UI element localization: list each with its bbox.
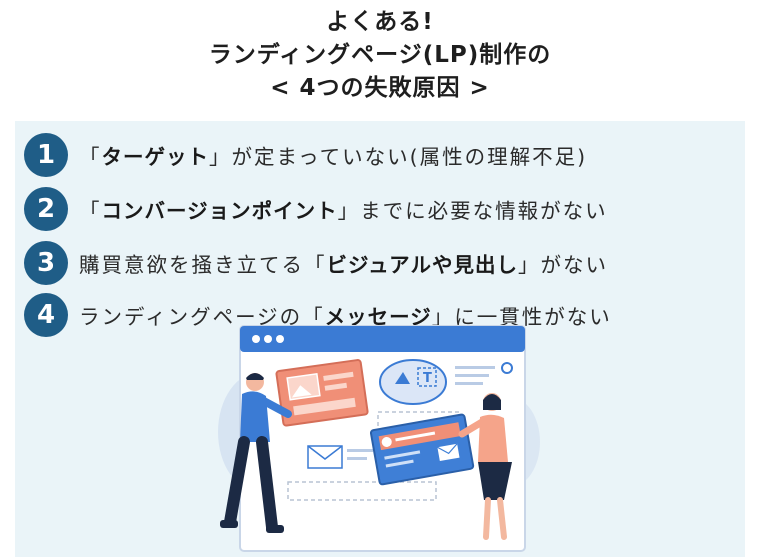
image-icon [395, 372, 410, 384]
text-line [455, 366, 495, 369]
image-card [275, 359, 369, 427]
number-badge-2: 2 [24, 187, 68, 231]
list-item-1: 1 「ターゲット」が定まっていない(属性の理解不足) [24, 132, 587, 178]
window-dot [264, 335, 272, 343]
text-tool-bubble [379, 359, 447, 405]
svg-text:T: T [423, 371, 432, 386]
list-item-2: 2 「コンバージョンポイント」までに必要な情報がない [24, 186, 608, 232]
number-badge-3: 3 [24, 241, 68, 285]
browser-window-illustration: T [218, 325, 540, 552]
number-badge-1: 1 [24, 133, 68, 177]
title-line-2: ランディングページ(LP)制作の [208, 42, 552, 68]
window-dot [276, 335, 284, 343]
item-text-2: 「コンバージョンポイント」までに必要な情報がない [79, 199, 608, 223]
title-line-3: < 4つの失敗原因 > [270, 75, 490, 101]
item-text-1: 「ターゲット」が定まっていない(属性の理解不足) [79, 145, 588, 169]
window-dot [252, 335, 260, 343]
text-line [455, 374, 489, 377]
gear-icon [501, 362, 513, 374]
title-line-1: よくある! [326, 9, 434, 35]
mail-card [369, 413, 475, 486]
person-icon [381, 436, 392, 447]
man-figure [220, 373, 292, 533]
page-title: よくある! ランディングページ(LP)制作の < 4つの失敗原因 > [0, 6, 760, 105]
browser-bar [240, 326, 525, 352]
item-text-3: 購買意欲を掻き立てる「ビジュアルや見出し」がない [79, 253, 608, 277]
mail-icon [307, 445, 343, 469]
placeholder-box [287, 481, 437, 501]
text-line [455, 382, 483, 385]
woman-figure [458, 393, 512, 540]
text-tool-icon [417, 367, 437, 387]
list-item-3: 3 購買意欲を掻き立てる「ビジュアルや見出し」がない [24, 240, 608, 286]
number-badge-4: 4 [24, 293, 68, 337]
